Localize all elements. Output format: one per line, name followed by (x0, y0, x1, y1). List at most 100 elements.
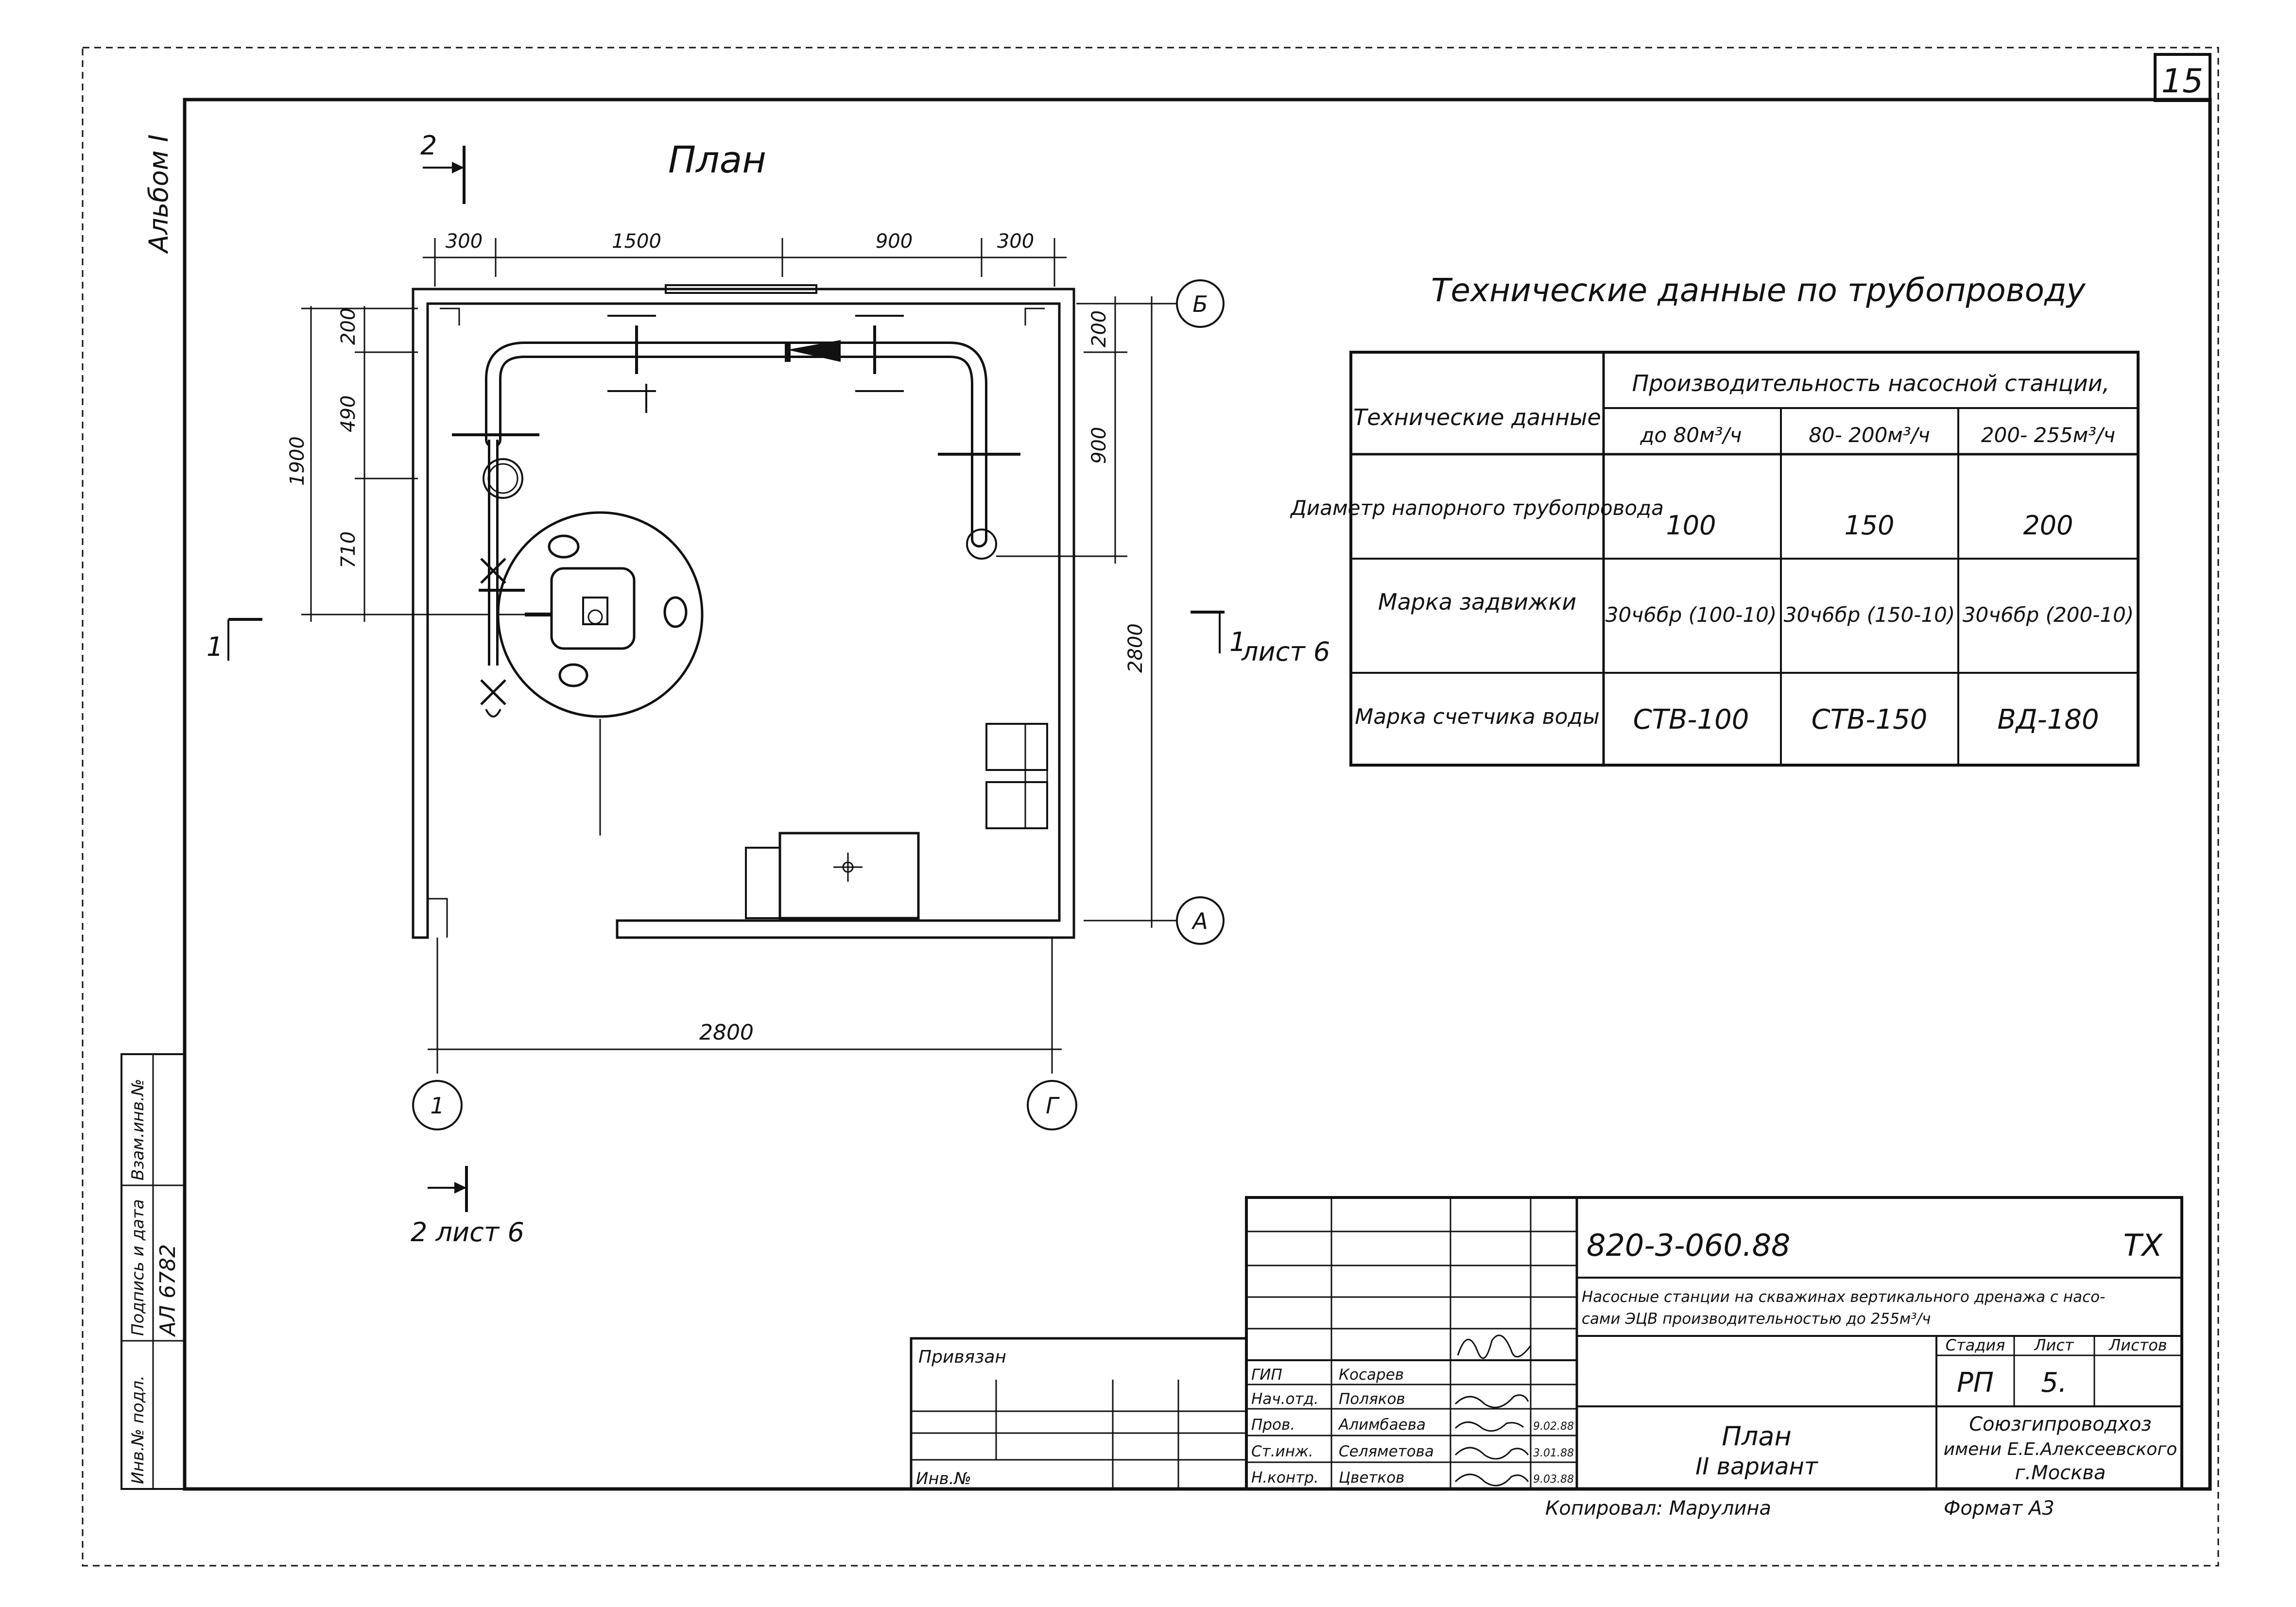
well-pump-base (497, 511, 704, 836)
svg-text:1900: 1900 (286, 436, 309, 486)
sig-name: Алимбаева (1338, 1416, 1426, 1434)
svg-text:А: А (1191, 908, 1208, 934)
axis-bubble-1: 1 (412, 1080, 463, 1130)
section-1-left-marker: 1 (207, 618, 262, 662)
trim-border (82, 47, 2219, 1567)
side-stamp-podpis: Подпись и дата (128, 1199, 148, 1336)
doc-description-2: сами ЭЦВ производительностью до 255м³/ч (1582, 1310, 1931, 1328)
svg-text:1: 1 (207, 632, 223, 662)
svg-text:1500: 1500 (612, 230, 661, 253)
doc-code: 820-3-060.88 (1587, 1228, 1790, 1263)
svg-text:лист 6: лист 6 (1241, 636, 1330, 667)
building-walls (412, 284, 1075, 939)
svg-text:2: 2 (420, 130, 437, 161)
sig-name: Цветков (1339, 1469, 1404, 1487)
tech-cell: 30ч6бр (100-10) (1605, 603, 1777, 627)
side-stamp: Инв.№ подл. Подпись и дата Взам.инв.№ АЛ… (121, 1053, 186, 1490)
stage-label: Стадия (1946, 1336, 2005, 1354)
side-stamp-inv-value: АЛ 6782 (155, 1244, 180, 1337)
side-stamp-vzam: Взам.инв.№ (128, 1079, 148, 1180)
sig-name: Поляков (1339, 1390, 1405, 1408)
svg-text:2800: 2800 (1124, 623, 1147, 673)
plan-title: План (668, 138, 766, 181)
tech-cell: 150 (1844, 510, 1894, 541)
svg-text:2 лист 6: 2 лист 6 (411, 1217, 524, 1248)
sig-date: 9.02.88 (1533, 1420, 1574, 1433)
tech-row-label: Марка счетчика воды (1355, 704, 1599, 729)
axis-bubble-g: Г (1027, 1080, 1077, 1130)
section-2-bottom-marker: 2 лист 6 (411, 1166, 524, 1248)
sig-role: Н.контр. (1251, 1469, 1319, 1487)
svg-text:900: 900 (876, 230, 913, 253)
sig-date: 9.03.88 (1533, 1473, 1574, 1486)
copied-by: Копировал: Марулина (1545, 1497, 1771, 1520)
tech-cell: 30ч6бр (200-10) (1963, 603, 2134, 627)
stage-value: РП (1957, 1367, 1994, 1399)
title-block: Привязан Инв.№ 820-3-060.88 ТХ Насосные … (910, 1196, 2183, 1490)
album-label: Альбом I (143, 135, 174, 254)
top-dimension-chain: 300 1500 900 300 (423, 230, 1067, 287)
right-dimension-chain: 200 900 2800 (996, 296, 1176, 928)
sheet-value: 5. (2041, 1367, 2067, 1399)
sheet-number: 15 (2161, 62, 2204, 101)
sheet-number-box: 15 (2154, 53, 2211, 102)
drawing-variant: II вариант (1695, 1453, 1819, 1480)
sig-date: 3.01.88 (1533, 1447, 1574, 1459)
tech-cell: 30ч6бр (150-10) (1784, 603, 1955, 627)
bound-label: Привязан (918, 1347, 1006, 1367)
svg-text:Г: Г (1046, 1093, 1060, 1119)
svg-text:710: 710 (337, 531, 360, 568)
tech-table-col-2: 80- 200м³/ч (1809, 423, 1930, 447)
sig-role: Нач.отд. (1251, 1390, 1319, 1408)
org-line-2: имени Е.Е.Алексеевского (1944, 1439, 2177, 1459)
tech-table-col-3: 200- 255м³/ч (1981, 423, 2115, 447)
doc-mark: ТХ (2123, 1228, 2163, 1263)
paper-format: Формат А3 (1944, 1497, 2054, 1520)
electrical-cabinets (985, 723, 1048, 829)
tech-cell: СТВ-100 (1633, 704, 1749, 735)
section-2-top-marker: 2 (420, 130, 466, 204)
svg-text:200: 200 (1088, 310, 1110, 347)
svg-text:1: 1 (1229, 627, 1246, 657)
sig-role: Пров. (1251, 1416, 1295, 1434)
drawing-title: План (1722, 1421, 1792, 1452)
sheet-label: Лист (2034, 1336, 2074, 1354)
section-1-right-marker: 1 лист 6 (1191, 611, 1330, 667)
axis-bubble-b: Б (1076, 279, 1225, 328)
tech-cell: 100 (1666, 510, 1716, 541)
tech-table-head-label: Технические данные (1353, 404, 1601, 430)
tech-table-title: Технические данные по трубопроводу (1431, 272, 2086, 309)
sig-name: Косарев (1339, 1366, 1404, 1384)
inv-label: Инв.№ (916, 1469, 971, 1488)
svg-text:300: 300 (446, 230, 483, 253)
svg-text:200: 200 (337, 308, 360, 345)
tech-cell: ВД-180 (1997, 704, 2099, 735)
tech-cell: СТВ-150 (1812, 704, 1928, 735)
handwritten-signatures (1454, 1334, 1532, 1487)
bottom-dimension: 2800 (428, 938, 1062, 1074)
tech-table-group-header: Производительность насосной станции, (1632, 370, 2110, 396)
left-dimension-chain: 200 490 710 1900 (286, 306, 544, 622)
sig-role: ГИП (1251, 1366, 1282, 1384)
svg-text:2800: 2800 (699, 1020, 754, 1045)
org-line-3: г.Москва (2015, 1462, 2106, 1484)
svg-text:Б: Б (1192, 291, 1208, 317)
sheets-label: Листов (2108, 1336, 2167, 1354)
sig-name: Селяметова (1339, 1443, 1434, 1460)
svg-text:300: 300 (997, 230, 1034, 253)
equipment-table (745, 832, 920, 920)
tech-table: Технические данные Производительность на… (1290, 351, 2140, 767)
doc-description-1: Насосные станции на скважинах вертикальн… (1582, 1288, 2105, 1306)
side-stamp-inv-podl: Инв.№ подл. (128, 1375, 148, 1484)
svg-text:490: 490 (337, 395, 360, 432)
tech-row-label: Марка задвижки (1378, 589, 1576, 615)
org-line-1: Союзгипроводхоз (1969, 1413, 2152, 1436)
tech-table-col-1: до 80м³/ч (1640, 423, 1742, 447)
axis-bubble-a: А (1176, 896, 1225, 945)
pipeline (452, 315, 1020, 718)
svg-text:1: 1 (430, 1093, 444, 1119)
tech-cell: 200 (2023, 510, 2073, 541)
svg-text:900: 900 (1088, 427, 1110, 464)
tech-row-label: Диаметр напорного трубопровода (1290, 496, 1664, 520)
